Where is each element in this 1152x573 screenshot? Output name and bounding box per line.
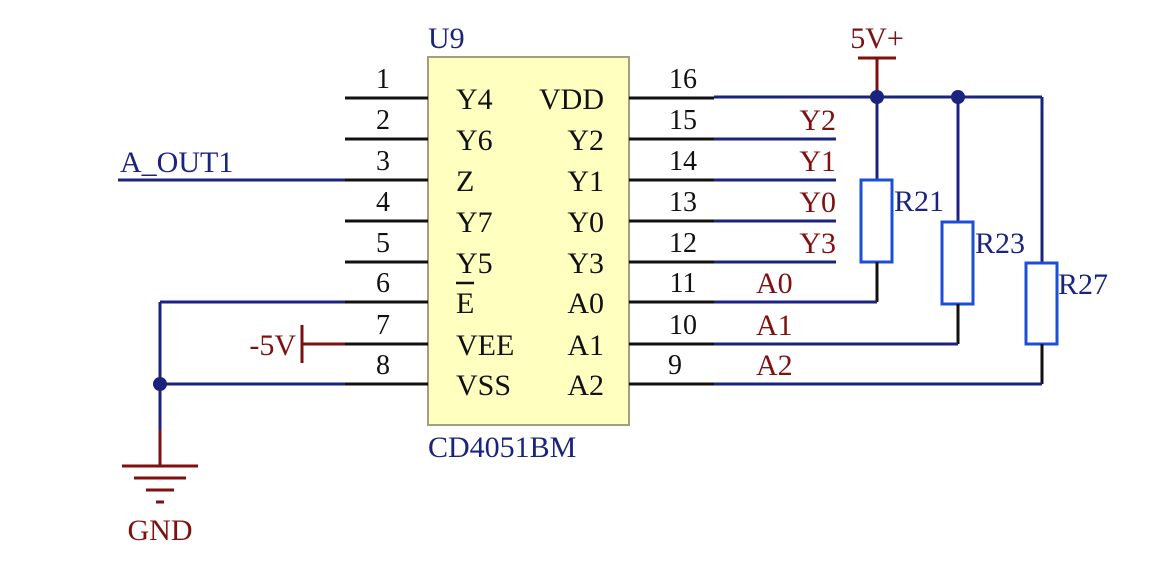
right-pins: 16 15 14 13 12 11 10 9 VDD Y2 Y1 Y0 Y3 A…	[539, 64, 714, 402]
pin-12-name: Y3	[567, 247, 604, 280]
r27-label: R27	[1058, 268, 1108, 301]
r23-label: R23	[975, 227, 1025, 260]
a-out-net: A_OUT1	[118, 146, 345, 182]
pin-14-number: 14	[669, 146, 697, 177]
gnd-label: GND	[128, 514, 193, 547]
pin-10-number: 10	[669, 310, 697, 341]
pin-15-name: Y2	[567, 124, 604, 157]
pin-9-name: A2	[567, 369, 604, 402]
r21-label: R21	[894, 185, 944, 218]
resistor-r23: R23	[940, 220, 1025, 344]
pin-4-number: 4	[376, 187, 390, 218]
pin-10-name: A1	[567, 329, 604, 362]
pin-3-number: 3	[376, 146, 390, 177]
junction-dot	[951, 90, 965, 104]
pin-11-name: A0	[567, 287, 604, 320]
net-y2-label: Y2	[799, 104, 836, 137]
junction-dot	[153, 377, 167, 391]
pin-9-number: 9	[668, 350, 682, 381]
gnd-symbol: GND	[122, 430, 198, 547]
junction-dot	[870, 90, 884, 104]
pin-14-name: Y1	[567, 165, 604, 198]
vplus-label: 5V+	[850, 22, 904, 55]
pin-16-number: 16	[669, 64, 697, 95]
pin-4-name: Y7	[456, 206, 493, 239]
pin-16-name: VDD	[539, 83, 604, 116]
resistor-r21: R21	[859, 178, 944, 302]
net-y1-label: Y1	[799, 145, 836, 178]
chip-u9: U9 CD4051BM	[427, 22, 630, 464]
pin-8-number: 8	[376, 350, 390, 381]
pin-12-number: 12	[669, 228, 697, 259]
pin-7-number: 7	[376, 310, 390, 341]
pin-5-number: 5	[376, 228, 390, 259]
a-nets: A0 A1 A2	[714, 267, 1042, 386]
chip-part: CD4051BM	[428, 431, 576, 464]
net-a1-label: A1	[756, 309, 793, 342]
y-nets: Y2 Y1 Y0 Y3	[714, 104, 836, 264]
vdd-rail	[714, 90, 1044, 263]
net-y3-label: Y3	[799, 227, 836, 260]
pin-15-number: 15	[669, 105, 697, 136]
pin-1-number: 1	[376, 64, 390, 95]
left-pins: 1 2 3 4 5 6 7 8 Y4 Y6 Z Y7 Y5 E VEE VSS	[345, 64, 514, 402]
pin-11-number: 11	[670, 268, 697, 299]
pin-13-number: 13	[669, 187, 697, 218]
ground-network	[153, 300, 345, 430]
chip-ref: U9	[428, 22, 465, 55]
resistor-r27: R27	[1024, 261, 1108, 384]
net-a0-label: A0	[756, 267, 793, 300]
pin-6-number: 6	[376, 268, 390, 299]
net-y0-label: Y0	[799, 186, 836, 219]
vminus-label: -5V	[249, 329, 296, 362]
pin-2-number: 2	[376, 105, 390, 136]
pin-5-name: Y5	[456, 247, 493, 280]
net-a2-label: A2	[756, 349, 793, 382]
pin-7-name: VEE	[456, 329, 514, 362]
vplus-symbol: 5V+	[850, 22, 904, 97]
pin-8-name: VSS	[456, 369, 511, 402]
pin-13-name: Y0	[567, 206, 604, 239]
vminus-symbol: -5V	[249, 325, 345, 363]
pin-6-name: E	[456, 287, 474, 320]
pin-3-name: Z	[456, 165, 474, 198]
net-a-out-label: A_OUT1	[120, 146, 233, 179]
pin-2-name: Y6	[456, 124, 493, 157]
pin-1-name: Y4	[456, 83, 493, 116]
